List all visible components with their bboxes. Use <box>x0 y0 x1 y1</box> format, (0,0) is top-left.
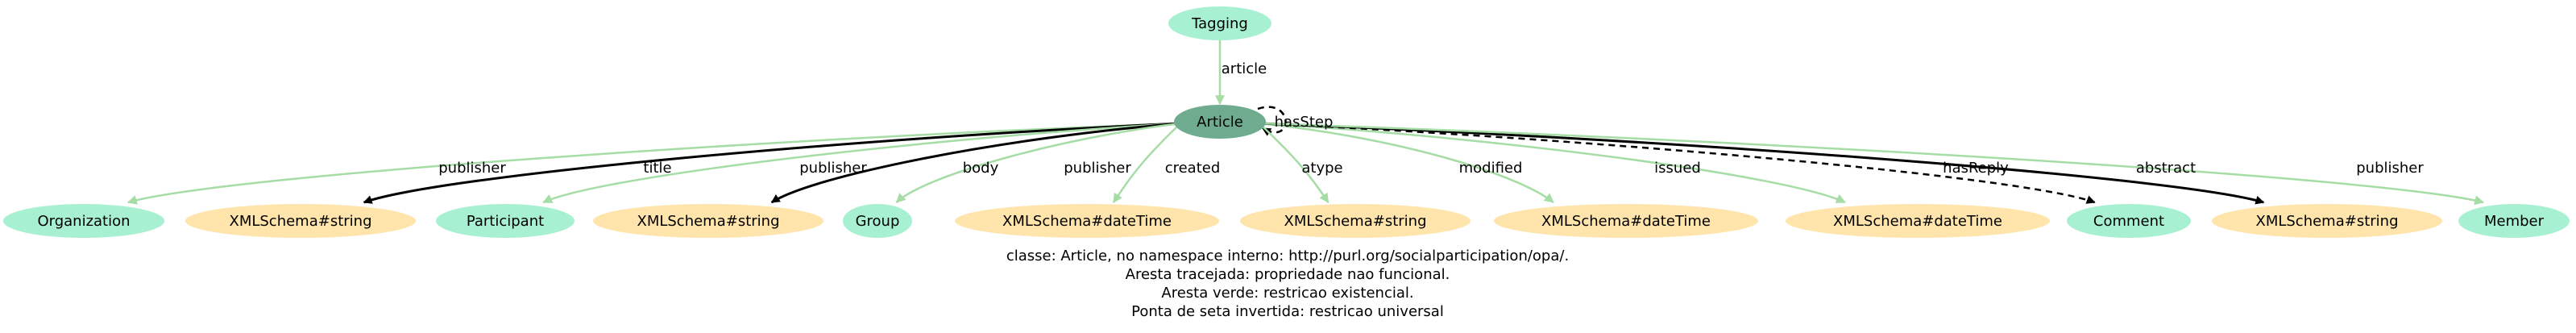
node-shape-comment <box>2067 204 2191 238</box>
node-label-datetime2: XMLSchema#dateTime <box>1541 213 1711 230</box>
node-participant: Participant <box>436 204 575 238</box>
node-shape-tagging <box>1168 6 1271 40</box>
node-label-article: Article <box>1197 114 1243 131</box>
node-shape-datetime1 <box>955 204 1219 238</box>
node-label-tagging: Tagging <box>1191 15 1248 32</box>
node-label-group: Group <box>856 213 900 230</box>
caption-line: Aresta verde: restricao existencial. <box>1161 285 1413 302</box>
node-article: Article <box>1174 105 1266 139</box>
edge-article-to-comment-hasReply <box>1259 122 2096 204</box>
node-shape-string2 <box>593 204 823 238</box>
node-label-string3: XMLSchema#string <box>1284 213 1426 230</box>
node-shape-organization <box>3 204 164 238</box>
edge-article-to-participant-publisher <box>542 122 1181 204</box>
edge-label-hasStep: hasStep <box>1275 114 1334 131</box>
node-tagging: Tagging <box>1168 6 1271 40</box>
node-shape-datetime2 <box>1494 204 1758 238</box>
node-string2: XMLSchema#string <box>593 204 823 238</box>
node-shape-string1 <box>185 204 416 238</box>
edge-label-publisher: publisher <box>2356 160 2424 177</box>
edge-article-to-article-hasStep <box>1257 106 1287 136</box>
edge-label-issued: issued <box>1654 160 1701 177</box>
caption-line: Ponta de seta invertida: restricao unive… <box>1131 303 1444 320</box>
node-datetime2: XMLSchema#dateTime <box>1494 204 1758 238</box>
node-shape-datetime3 <box>1786 204 2050 238</box>
node-organization: Organization <box>3 204 164 238</box>
node-label-string4: XMLSchema#string <box>2255 213 2398 230</box>
edge-label-modified: modified <box>1459 160 1523 177</box>
node-label-member: Member <box>2484 213 2545 230</box>
node-label-organization: Organization <box>37 213 130 230</box>
edge-article-to-datetime1-created <box>1112 123 1181 204</box>
edge-label-publisher: publisher <box>438 160 506 177</box>
node-shape-string3 <box>1240 204 1471 238</box>
edge-label-publisher: publisher <box>1064 160 1131 177</box>
edge-label-publisher: publisher <box>799 160 867 177</box>
edge-label-article: article <box>1222 60 1267 77</box>
node-label-datetime3: XMLSchema#dateTime <box>1833 213 2002 230</box>
edge-article-to-datetime3-issued <box>1259 122 1846 204</box>
edges-layer <box>127 40 2485 206</box>
edge-article-to-organization-publisher <box>127 122 1181 205</box>
node-shape-participant <box>436 204 575 238</box>
edge-article-to-string2-body <box>770 122 1181 204</box>
node-member: Member <box>2458 204 2570 238</box>
caption-line: classe: Article, no namespace interno: h… <box>1006 248 1569 264</box>
edge-article-to-string4-abstract <box>1259 122 2265 205</box>
caption-line: Aresta tracejada: propriedade nao funcio… <box>1126 266 1450 283</box>
node-shape-string4 <box>2212 204 2442 238</box>
edge-article-to-member-publisher <box>1259 122 2485 206</box>
node-datetime3: XMLSchema#dateTime <box>1786 204 2050 238</box>
edge-label-atype: atype <box>1301 160 1342 177</box>
caption: classe: Article, no namespace interno: h… <box>1006 248 1569 320</box>
edge-label-created: created <box>1165 160 1221 177</box>
node-label-comment: Comment <box>2093 213 2164 230</box>
edge-label-title: title <box>643 160 671 177</box>
node-shape-member <box>2458 204 2570 238</box>
node-label-participant: Participant <box>467 213 544 230</box>
node-string4: XMLSchema#string <box>2212 204 2442 238</box>
node-string3: XMLSchema#string <box>1240 204 1471 238</box>
edge-label-hasReply: hasReply <box>1943 160 2009 177</box>
node-shape-group <box>843 204 912 238</box>
node-group: Group <box>843 204 912 238</box>
node-shape-article <box>1174 105 1266 139</box>
edge-article-to-string1-title <box>363 122 1181 204</box>
edge-labels-layer: article hasStep publisher title publisher bod… <box>438 60 2424 177</box>
node-label-string2: XMLSchema#string <box>637 213 779 230</box>
edge-label-abstract: abstract <box>2136 160 2196 177</box>
node-label-datetime1: XMLSchema#dateTime <box>1002 213 1172 230</box>
node-label-string1: XMLSchema#string <box>229 213 371 230</box>
node-datetime1: XMLSchema#dateTime <box>955 204 1219 238</box>
node-string1: XMLSchema#string <box>185 204 416 238</box>
edge-label-body: body <box>963 160 999 177</box>
edge-article-to-group-publisher <box>895 122 1181 203</box>
edge-article-to-string3-atype <box>1259 123 1329 204</box>
node-comment: Comment <box>2067 204 2191 238</box>
edge-article-to-datetime2-modified <box>1259 122 1554 203</box>
